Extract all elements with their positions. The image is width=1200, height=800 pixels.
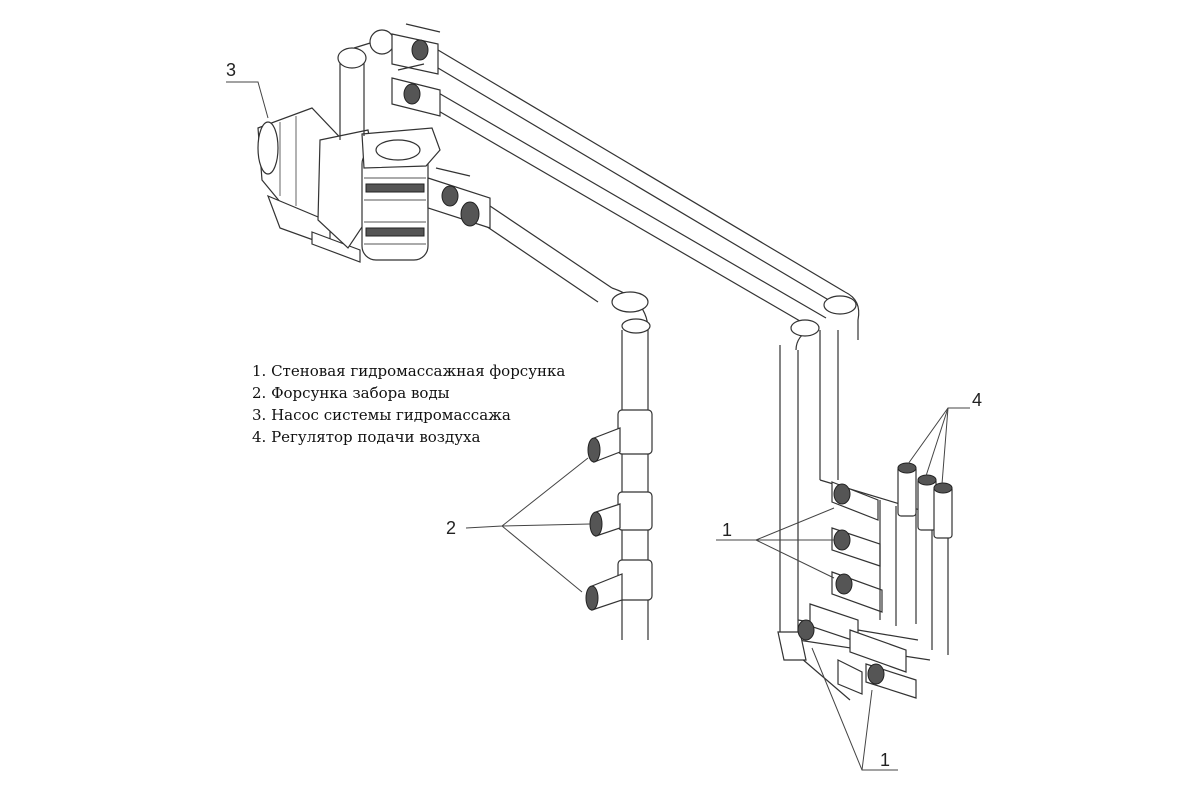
callout-3: 3 — [226, 60, 236, 80]
legend-item-1: 1. Стеновая гидромассажная форсунка — [252, 362, 566, 380]
suction-nozzle-3 — [585, 573, 623, 611]
suction-nozzle-1 — [587, 427, 621, 463]
suction-nozzle-2 — [589, 503, 621, 537]
air-regulators — [897, 462, 953, 539]
suction-pipe — [479, 205, 653, 640]
leader-lines — [226, 81, 970, 771]
callout-4: 4 — [972, 390, 982, 410]
legend-item-4: 4. Регулятор подачи воздуха — [252, 428, 481, 446]
legend-item-2: 2. Форсунка забора воды — [252, 384, 450, 402]
callout-1-bottom: 1 — [880, 750, 890, 770]
supply-pipes — [429, 49, 860, 640]
wall-nozzle-manifold — [777, 479, 949, 701]
callout-2: 2 — [446, 518, 456, 538]
legend: 1. Стеновая гидромассажная форсунка 2. Ф… — [252, 360, 565, 448]
callout-1-left: 1 — [722, 520, 732, 540]
pump-assembly — [257, 23, 491, 263]
legend-item-3: 3. Насос системы гидромассажа — [252, 406, 511, 424]
